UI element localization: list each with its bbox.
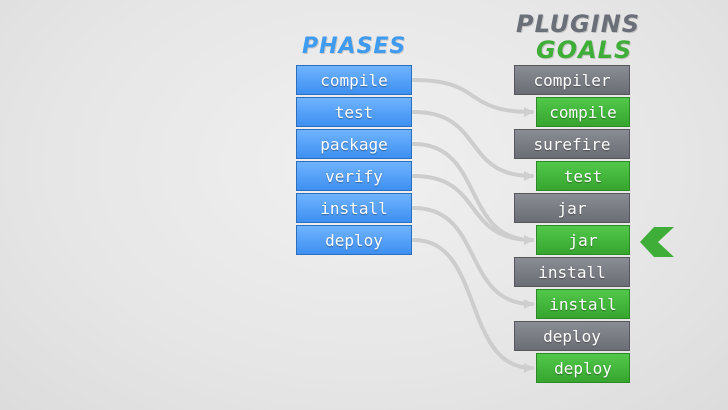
goals-heading: GOALS xyxy=(536,36,633,64)
phase-install: install xyxy=(296,193,412,223)
plugin-install: install xyxy=(514,257,630,287)
goal-install: install xyxy=(536,289,630,319)
arrow-test xyxy=(412,110,534,181)
plugins-heading: PLUGINS xyxy=(516,10,641,38)
phases-heading: PHASES xyxy=(302,34,407,59)
phase-deploy: deploy xyxy=(296,225,412,255)
goal-compile: compile xyxy=(536,97,630,127)
chevron-left-icon xyxy=(640,227,674,257)
phase-package: package xyxy=(296,129,412,159)
plugin-surefire: surefire xyxy=(514,129,630,159)
arrow-deploy xyxy=(412,238,534,373)
goal-test: test xyxy=(536,161,630,191)
arrow-compile xyxy=(412,78,534,117)
plugin-jar: jar xyxy=(514,193,630,223)
phase-compile: compile xyxy=(296,65,412,95)
goal-deploy: deploy xyxy=(536,353,630,383)
phase-test: test xyxy=(296,97,412,127)
goal-jar: jar xyxy=(536,225,630,255)
plugin-compiler: compiler xyxy=(514,65,630,95)
plugin-deploy: deploy xyxy=(514,321,630,351)
phase-verify: verify xyxy=(296,161,412,191)
arrow-install xyxy=(412,206,534,309)
arrow-verify xyxy=(412,174,534,245)
